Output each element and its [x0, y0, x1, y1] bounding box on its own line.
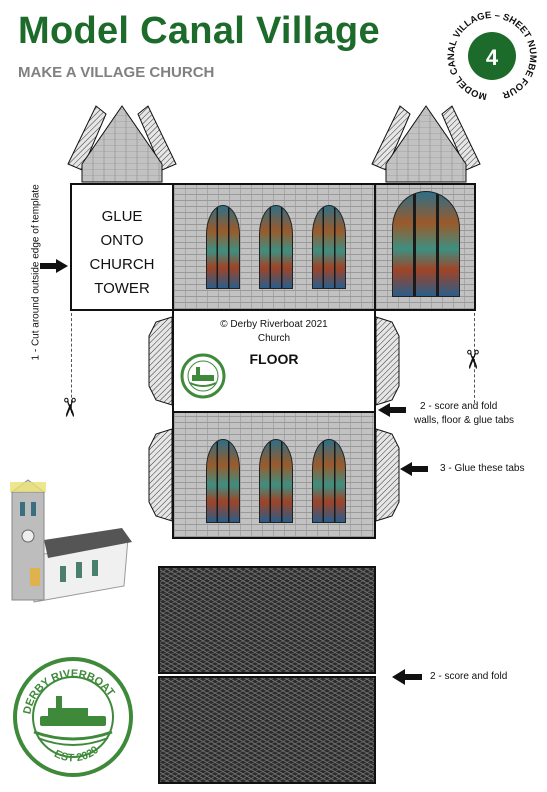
arrow-left-icon [392, 669, 422, 685]
glue-tab-left-wall [148, 428, 173, 522]
stained-glass-window [312, 439, 346, 523]
glue-tab-right-wall [375, 428, 400, 522]
glue-tabs-note: 3 - Glue these tabs [440, 463, 525, 474]
roof-panel-top [158, 566, 376, 674]
end-wall-right [374, 183, 476, 311]
stained-glass-window [259, 205, 293, 289]
scissors-icon: ✂ [457, 348, 488, 371]
roof-score-fold-note: 2 - score and fold [430, 671, 508, 682]
floor-label: FLOOR [249, 351, 299, 367]
left-tower-roof [67, 105, 177, 183]
score-fold-note: 2 - score and fold walls, floor & glue t… [414, 401, 515, 426]
large-stained-glass-window [392, 191, 460, 297]
glue-panel: GLUE ONTO CHURCH TOWER [70, 183, 174, 311]
small-riverboat-logo [180, 353, 226, 399]
stained-glass-window [312, 205, 346, 289]
badge-number: 4 [486, 45, 499, 70]
stained-glass-window [206, 439, 240, 523]
stained-glass-window [206, 205, 240, 289]
page-title: Model Canal Village [18, 10, 380, 52]
badge-circle [468, 32, 516, 80]
roof-panel-bottom [158, 676, 376, 784]
cut-guide-left [71, 313, 72, 413]
church-model-photo [10, 479, 132, 603]
glue-tab-left-floor [148, 316, 173, 406]
sheet-number-badge: MODEL CANAL VILLAGE – SHEET NUMBE FOUR 4 [446, 10, 538, 102]
scissors-icon: ✂ [54, 396, 85, 419]
derby-riverboat-logo: DERBY RIVERBOAT EST 2020 [13, 657, 133, 777]
side-wall-top [172, 183, 376, 311]
side-wall-bottom [172, 411, 376, 539]
arrow-left-icon [400, 462, 428, 476]
arrow-left-icon [378, 403, 406, 417]
glue-tab-right-floor [375, 316, 400, 406]
model-name: Church [257, 333, 291, 344]
right-tower-roof [371, 105, 481, 183]
copyright-text: © Derby Riverboat 2021 [220, 319, 328, 330]
glue-panel-text: GLUE ONTO CHURCH TOWER [89, 208, 155, 297]
arrow-right-icon [40, 259, 68, 273]
cut-guide-right [474, 313, 475, 403]
stained-glass-window [259, 439, 293, 523]
floor-panel: © Derby Riverboat 2021 Church FLOOR [172, 309, 376, 413]
page-subtitle: MAKE A VILLAGE CHURCH [18, 64, 215, 81]
